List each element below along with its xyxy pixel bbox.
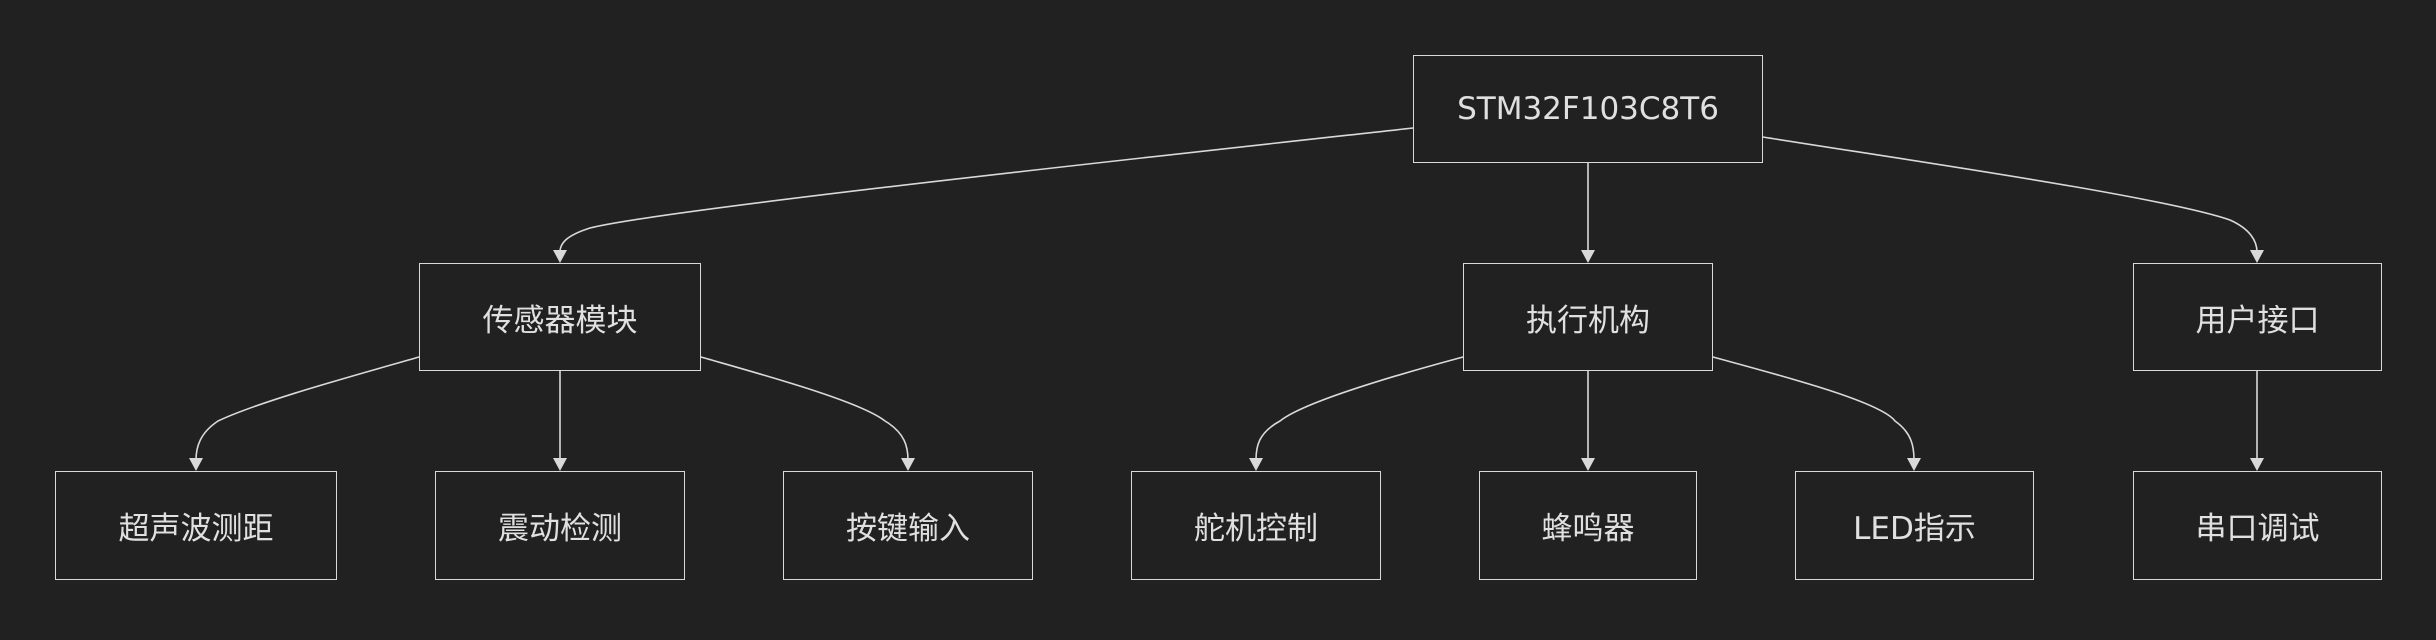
node-led-indicator: LED指示 bbox=[1795, 471, 2034, 580]
arrowhead-sensor-key bbox=[901, 458, 915, 471]
arrowhead-sensor-vibration bbox=[553, 458, 567, 471]
arrowhead-root-actuator bbox=[1581, 250, 1595, 263]
arrowhead-sensor-ultrasonic bbox=[189, 458, 203, 471]
node-buzzer: 蜂鸣器 bbox=[1479, 471, 1697, 580]
arrowhead-ui-serial bbox=[2250, 458, 2264, 471]
node-stm32f103c8t6: STM32F103C8T6 bbox=[1413, 55, 1763, 163]
edge-actuator-led bbox=[1712, 356, 1915, 461]
node-ultrasonic-ranging: 超声波测距 bbox=[55, 471, 337, 580]
node-servo-control: 舵机控制 bbox=[1131, 471, 1381, 580]
node-key-input: 按键输入 bbox=[783, 471, 1033, 580]
node-user-interface: 用户接口 bbox=[2133, 263, 2382, 371]
edge-actuator-servo bbox=[1255, 356, 1464, 461]
edge-root-sensor bbox=[559, 127, 1414, 253]
arrowhead-root-ui bbox=[2250, 250, 2264, 263]
arrowhead-actuator-servo bbox=[1249, 458, 1263, 471]
node-sensor-module: 传感器模块 bbox=[419, 263, 701, 371]
arrowhead-root-sensor bbox=[553, 250, 567, 263]
arrowhead-actuator-buzzer bbox=[1581, 458, 1595, 471]
edge-sensor-key bbox=[700, 356, 909, 461]
node-vibration-detection: 震动检测 bbox=[435, 471, 685, 580]
arrowhead-actuator-led bbox=[1907, 458, 1921, 471]
edge-root-ui bbox=[1762, 136, 2258, 253]
edge-sensor-ultrasonic bbox=[195, 356, 420, 461]
node-actuator: 执行机构 bbox=[1463, 263, 1713, 371]
node-serial-debug: 串口调试 bbox=[2133, 471, 2382, 580]
